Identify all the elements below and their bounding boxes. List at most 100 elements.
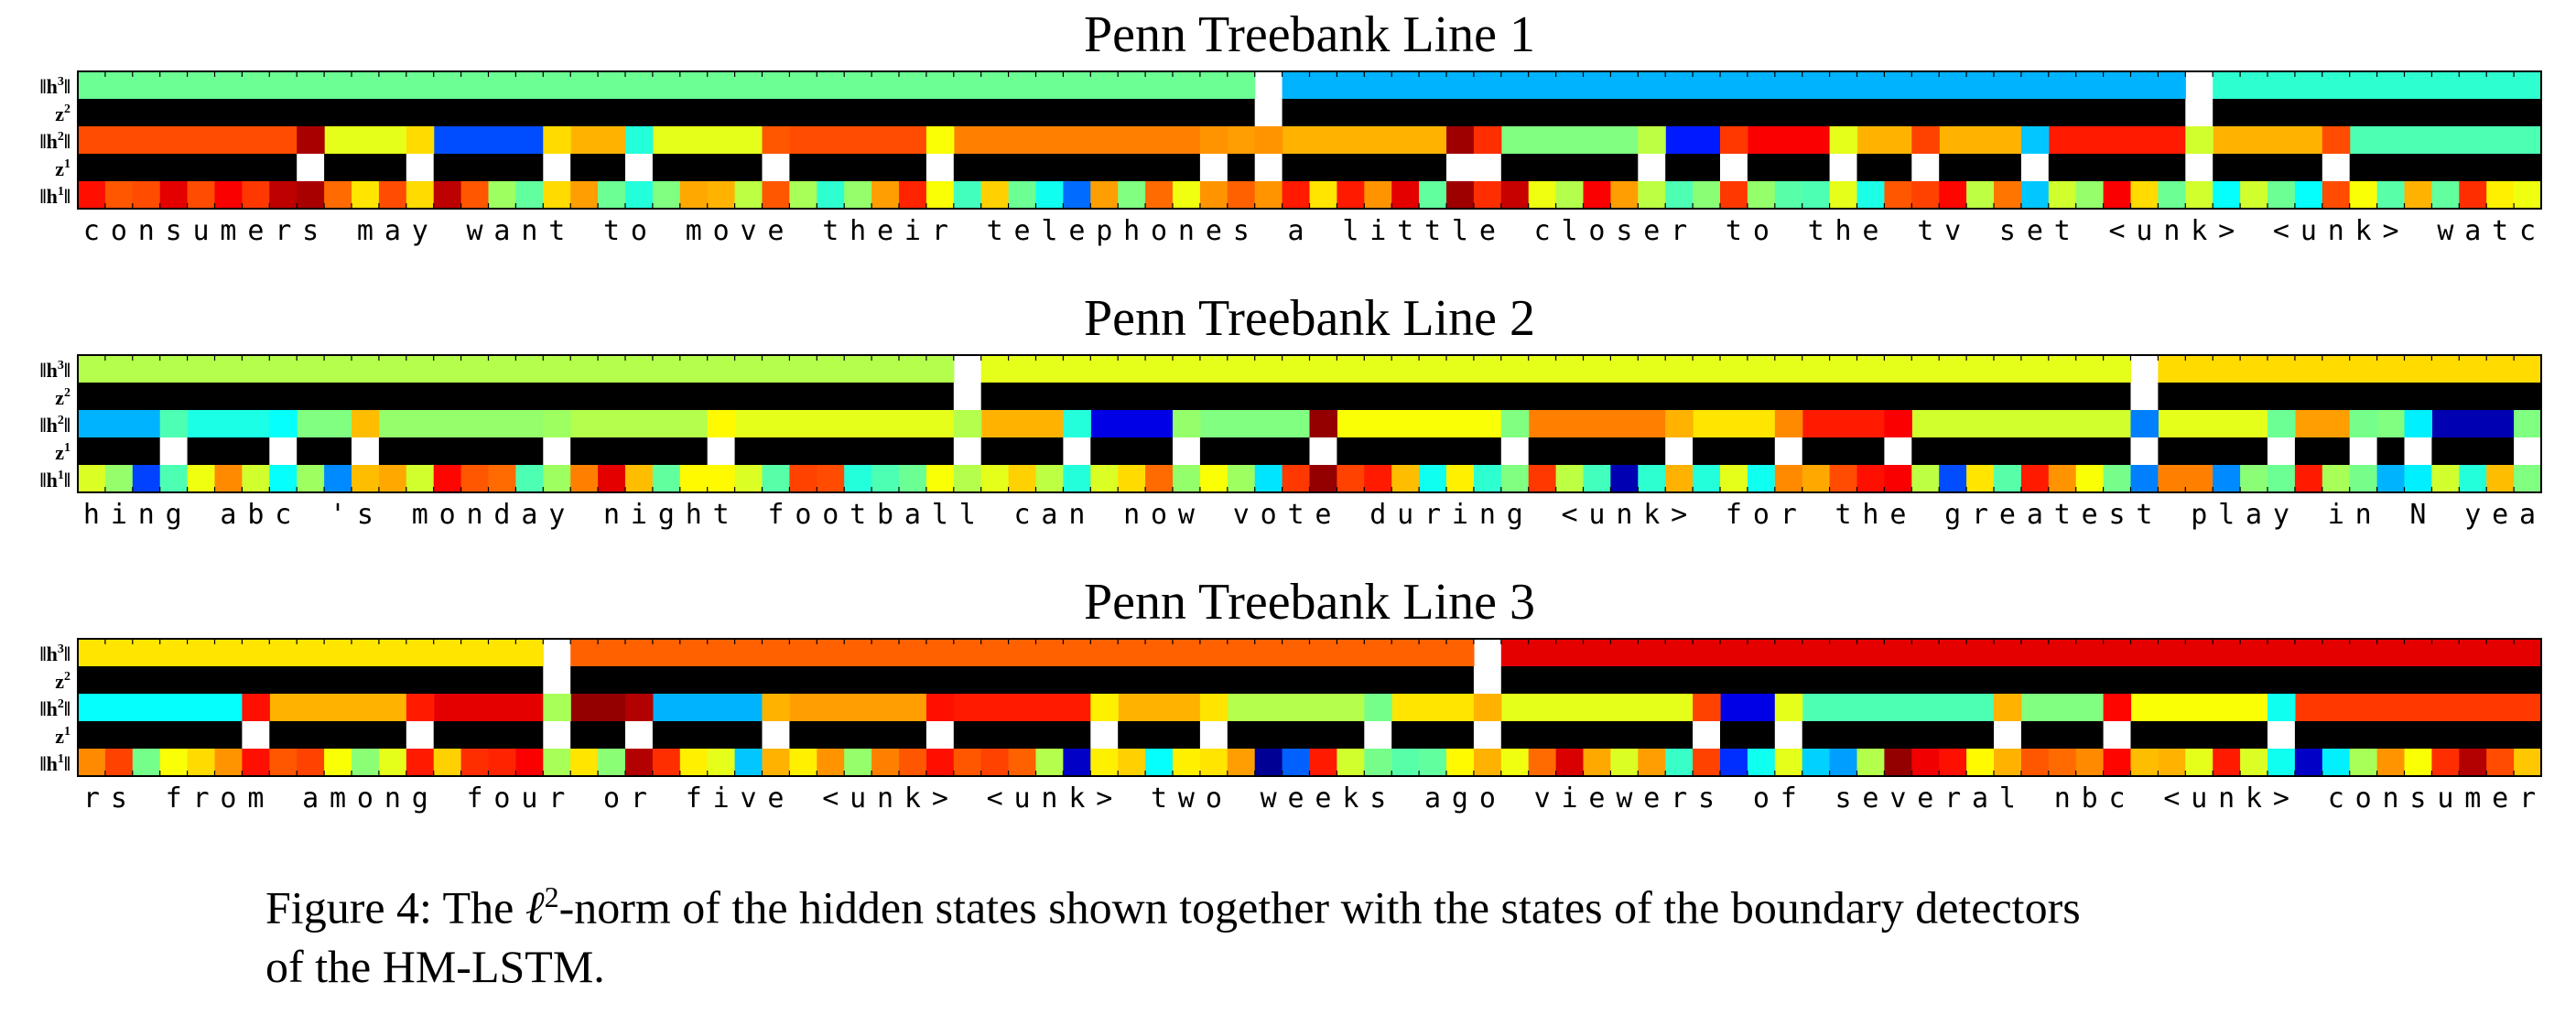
h1-cell [1118,749,1146,776]
char-label: e [247,215,264,247]
h1-cell [214,749,243,776]
z2-cell [297,383,325,410]
h1-cell [652,465,681,492]
char-label: N [2409,499,2426,531]
z1-cell [1829,721,1858,749]
z2-cell [1446,666,1475,694]
z2-cell [515,383,544,410]
h1-cell [1966,181,1995,209]
z2-cell [1173,99,1201,126]
z1-cell [1035,721,1064,749]
z1-cell [1720,154,1748,181]
char-label: n [1479,499,1496,531]
h1-cell [1994,181,2022,209]
h1-cell [1145,465,1174,492]
z2-cell [1446,99,1475,126]
char-label: h [686,499,702,531]
z2-cell [214,666,243,694]
char-label: a [521,499,537,531]
h2-boundary-cell [1090,694,1119,721]
char-label: a [2246,499,2262,531]
char-label: m [2464,782,2481,815]
z1-cell [1720,437,1748,465]
z1-cell [2294,721,2323,749]
h2-boundary-cell [2185,126,2213,154]
h1-cell [460,465,490,492]
z1-cell [2240,721,2268,749]
char-label: w [1178,499,1196,531]
z1-cell [2240,437,2268,465]
h1-cell [2404,465,2432,492]
h2-boundary-cell [1774,410,1803,437]
z1-cell [1391,721,1420,749]
z1-cell [598,154,626,181]
char-label: u [2191,782,2207,815]
h1-cell [1583,465,1611,492]
z2-cell [1693,99,1721,126]
z2-cell [2213,666,2241,694]
char-label: k [2355,215,2372,247]
z1-cell [1337,437,1365,465]
z2-cell [406,383,435,410]
h1-cell [187,465,216,492]
z1-cell [1254,437,1283,465]
h2-segment [570,126,626,154]
h1-cell [1063,465,1091,492]
z1-cell [515,437,544,465]
h1-cell [1227,181,1256,209]
z1-cell [1227,721,1256,749]
char-label: a [2464,215,2481,247]
z1-cell [159,154,189,181]
z1-cell [1309,721,1337,749]
h1-cell [2294,181,2323,209]
h1-cell [406,465,435,492]
char-label: o [1206,782,1222,815]
z2-cell [1364,666,1392,694]
h1-cell [925,181,955,209]
z1-cell [1829,154,1858,181]
z1-cell [1994,721,2022,749]
h1-cell [1473,749,1502,776]
char-label: w [2437,215,2454,247]
char-label: p [1096,215,1112,247]
z1-cell [1802,721,1831,749]
z2-cell [2103,383,2132,410]
z2-cell [1884,383,1912,410]
h2-boundary-cell [1063,410,1091,437]
h1-cell [707,749,736,776]
z1-cell [817,721,845,749]
z2-cell [78,383,106,410]
z1-cell [2103,437,2132,465]
z2-cell [707,383,736,410]
z2-cell [1145,383,1174,410]
char-label: i [1369,215,1386,247]
z2-cell [1063,666,1091,694]
z2-cell [1364,99,1392,126]
h1-cell [1911,465,1940,492]
z1-cell [707,721,736,749]
h1-cell [625,465,654,492]
char-label: c [2109,782,2126,815]
z1-cell [2020,721,2050,749]
z1-cell [762,154,790,181]
h1-cell [1391,749,1420,776]
z1-cell [269,721,298,749]
h1-cell [2431,749,2460,776]
h1-cell [2103,749,2132,776]
char-label: k [1068,782,1085,815]
z1-cell [1720,721,1748,749]
z1-cell [1254,721,1283,749]
z2-cell [1747,99,1776,126]
z2-cell [1337,383,1365,410]
z1-cell [2268,154,2296,181]
h1-cell [1528,181,1557,209]
z2-cell [1008,383,1037,410]
h1-cell [2486,181,2515,209]
z1-cell [78,154,106,181]
h1-cell [2130,465,2159,492]
z2-cell [2514,99,2542,126]
char-label: f [467,782,483,815]
char-label: u [2136,215,2152,247]
z2-cell [1555,99,1585,126]
h1-cell [2240,181,2268,209]
